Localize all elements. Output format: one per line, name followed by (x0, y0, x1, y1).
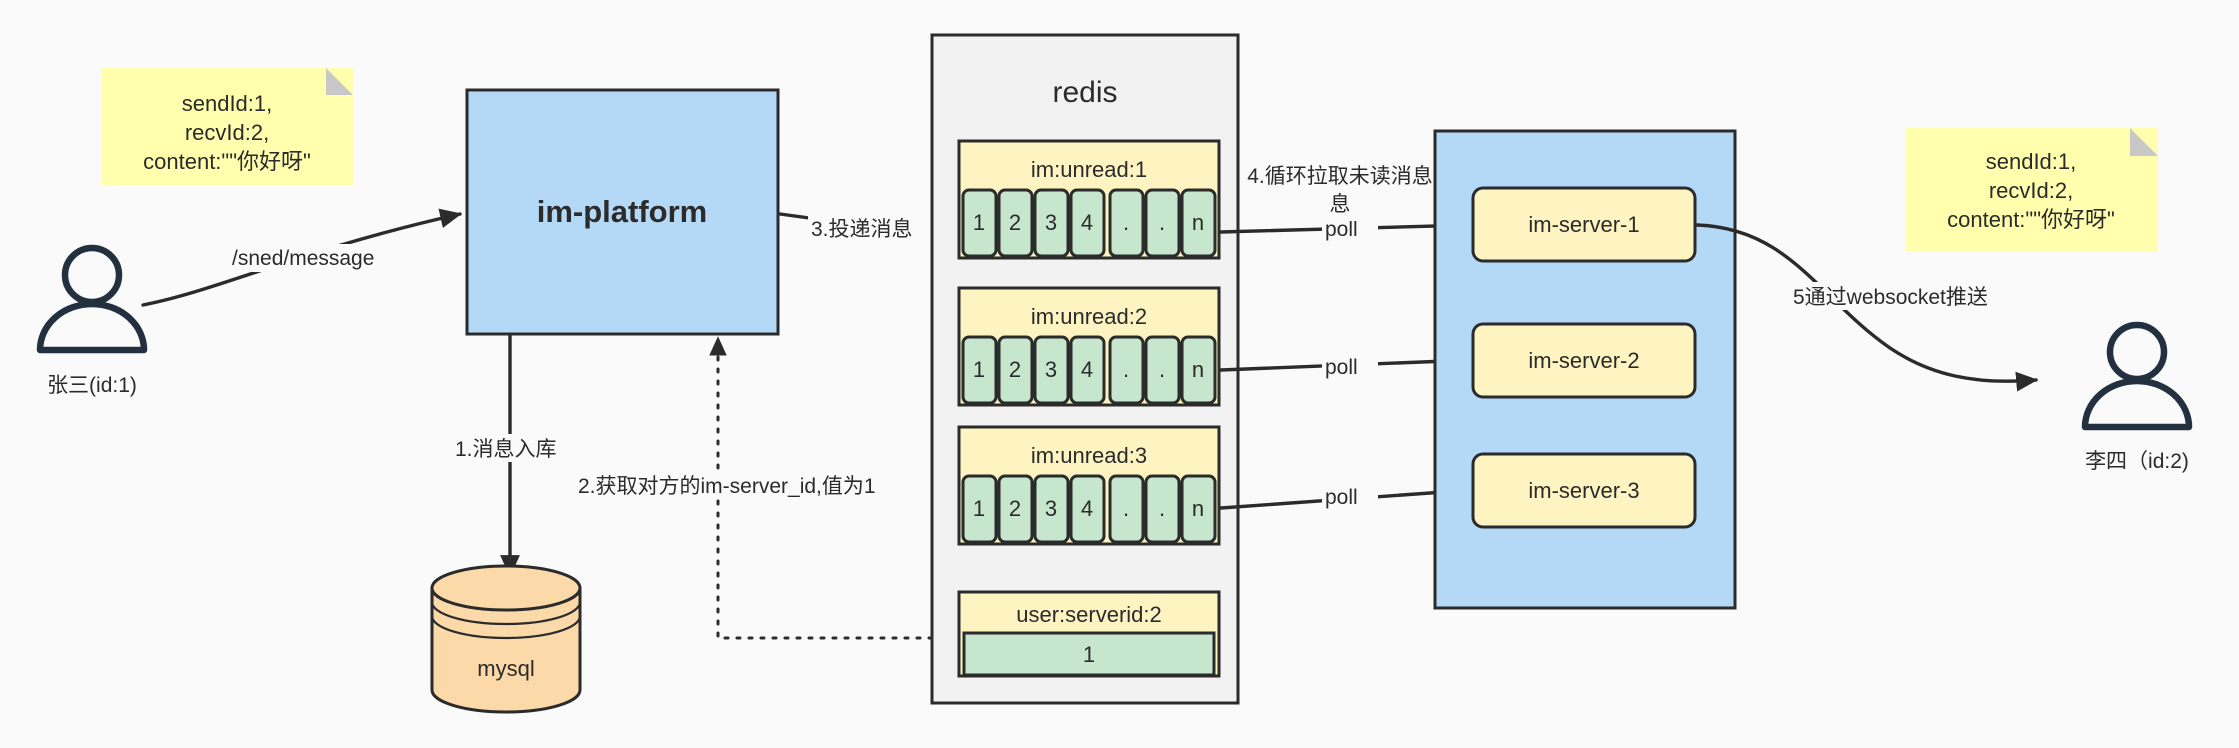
redis-structure-1-cells: 1 2 3 4 . . n (961, 335, 1217, 405)
note-right-line-3: content:""你好呀" (1947, 207, 2115, 232)
redis-structure-1-key: im:unread:2 (1031, 304, 1147, 329)
redis-cell: 3 (1045, 210, 1057, 235)
redis-structure-2-key: im:unread:3 (1031, 443, 1147, 468)
redis-cell: n (1192, 210, 1204, 235)
redis-cell: 2 (1009, 357, 1021, 382)
redis-cell: 4 (1081, 496, 1093, 521)
redis-cell: . (1159, 496, 1165, 521)
edge-poll-3-label: poll (1325, 486, 1358, 509)
edge-step2-label-bg (576, 471, 874, 499)
edge-step3-label-bg (808, 214, 948, 242)
redis-cell: 2 (1009, 496, 1021, 521)
edge-step2-label: 2.获取对方的im-server_id,值为1 (578, 475, 876, 498)
node-im-platform-label: im-platform (537, 194, 708, 229)
redis-structure-0-cells: 1 2 3 4 . . n (961, 188, 1217, 258)
note-left-fold-shade (326, 68, 353, 95)
actor-sender: 张三(id:1) (36, 244, 148, 397)
edge-send-message-label: /sned/message (232, 247, 374, 270)
redis-cell: . (1159, 210, 1165, 235)
node-im-server-2-label: im-server-2 (1528, 348, 1639, 373)
edge-step5 (1695, 223, 2038, 392)
node-im-server-1[interactable]: im-server-1 (1471, 186, 1697, 263)
node-im-server-3-label: im-server-3 (1528, 478, 1639, 503)
actor-receiver-label: 李四（id:2) (2085, 450, 2189, 473)
node-im-platform[interactable]: im-platform (465, 88, 780, 336)
node-mysql[interactable]: mysql (430, 564, 582, 714)
redis-cell: 1 (973, 210, 985, 235)
redis-cell: 3 (1045, 357, 1057, 382)
redis-cell: 4 (1081, 357, 1093, 382)
redis-cell: 1 (973, 496, 985, 521)
actor-receiver: 李四（id:2) (2081, 321, 2193, 473)
redis-cell: . (1123, 357, 1129, 382)
redis-structure-3-cell-box (962, 631, 1216, 677)
redis-structure-1: im:unread:2 1 2 3 4 . . n (957, 286, 1221, 407)
edge-step5-label-bg (1790, 282, 2072, 310)
note-left-line-3: content:""你好呀" (143, 149, 311, 174)
node-server-group: im-server-1 im-server-2 im-server-3 (1433, 129, 1737, 610)
redis-cell: 1 (973, 357, 985, 382)
note-right: sendId:1, recvId:2, content:""你好呀" (1905, 128, 2158, 251)
edge-step1-label: 1.消息入库 (455, 438, 557, 461)
node-mysql-label: mysql (477, 656, 534, 681)
actor-sender-label: 张三(id:1) (47, 374, 137, 397)
redis-cell: n (1192, 496, 1204, 521)
redis-cell: n (1192, 357, 1204, 382)
node-im-server-2[interactable]: im-server-2 (1471, 322, 1697, 399)
redis-cell: 4 (1081, 210, 1093, 235)
node-redis-container: redis im:unread:1 1 2 3 4 . . (930, 33, 1240, 705)
redis-cell: . (1123, 210, 1129, 235)
redis-cell: 3 (1045, 496, 1057, 521)
edge-poll-3-label-bg (1322, 482, 1378, 510)
redis-cell: . (1123, 496, 1129, 521)
edge-step4-label-cont: 息 (1330, 193, 1351, 216)
note-left-line-2: recvId:2, (185, 120, 269, 145)
node-im-server-3[interactable]: im-server-3 (1471, 452, 1697, 529)
note-left-line-1: sendId:1, (182, 91, 273, 116)
redis-cell: . (1159, 357, 1165, 382)
note-right-body (1905, 128, 2158, 251)
edge-step2 (709, 336, 970, 640)
redis-cell: 2 (1009, 210, 1021, 235)
database-cylinder-icon (430, 564, 582, 714)
redis-structure-2: im:unread:3 1 2 3 4 . . n (957, 425, 1221, 546)
node-redis-title: redis (1052, 76, 1117, 109)
person-icon (36, 244, 148, 354)
redis-structure-2-cells: 1 2 3 4 . . n (961, 474, 1217, 544)
edge-step4-label: 4.循环拉取未读消息 (1247, 165, 1433, 188)
redis-structure-0-key: im:unread:1 (1031, 157, 1147, 182)
note-right-line-2: recvId:2, (1989, 178, 2073, 203)
note-left: sendId:1, recvId:2, content:""你好呀" (101, 68, 353, 185)
edge-poll-2-label: poll (1325, 356, 1358, 379)
edge-poll-2-label-bg (1322, 352, 1378, 380)
person-icon (2081, 321, 2193, 431)
edge-step3-label: 3.投递消息 (811, 218, 913, 241)
edge-step1-label-bg (452, 434, 604, 462)
edge-step5-label: 5通过websocket推送 (1793, 286, 1988, 309)
edge-send-message-label-bg (228, 244, 378, 272)
redis-structure-3: user:serverid:2 1 (957, 590, 1221, 678)
redis-structure-0: im:unread:1 1 2 3 4 . . n (957, 139, 1221, 260)
note-right-fold-icon (2130, 128, 2158, 156)
note-left-fill (101, 68, 353, 185)
redis-cell: 1 (1083, 642, 1095, 667)
node-im-server-1-label: im-server-1 (1528, 212, 1639, 237)
edge-poll-1-label: poll (1325, 218, 1358, 241)
redis-structure-3-key: user:serverid:2 (1016, 602, 1162, 627)
note-right-line-1: sendId:1, (1986, 149, 2077, 174)
